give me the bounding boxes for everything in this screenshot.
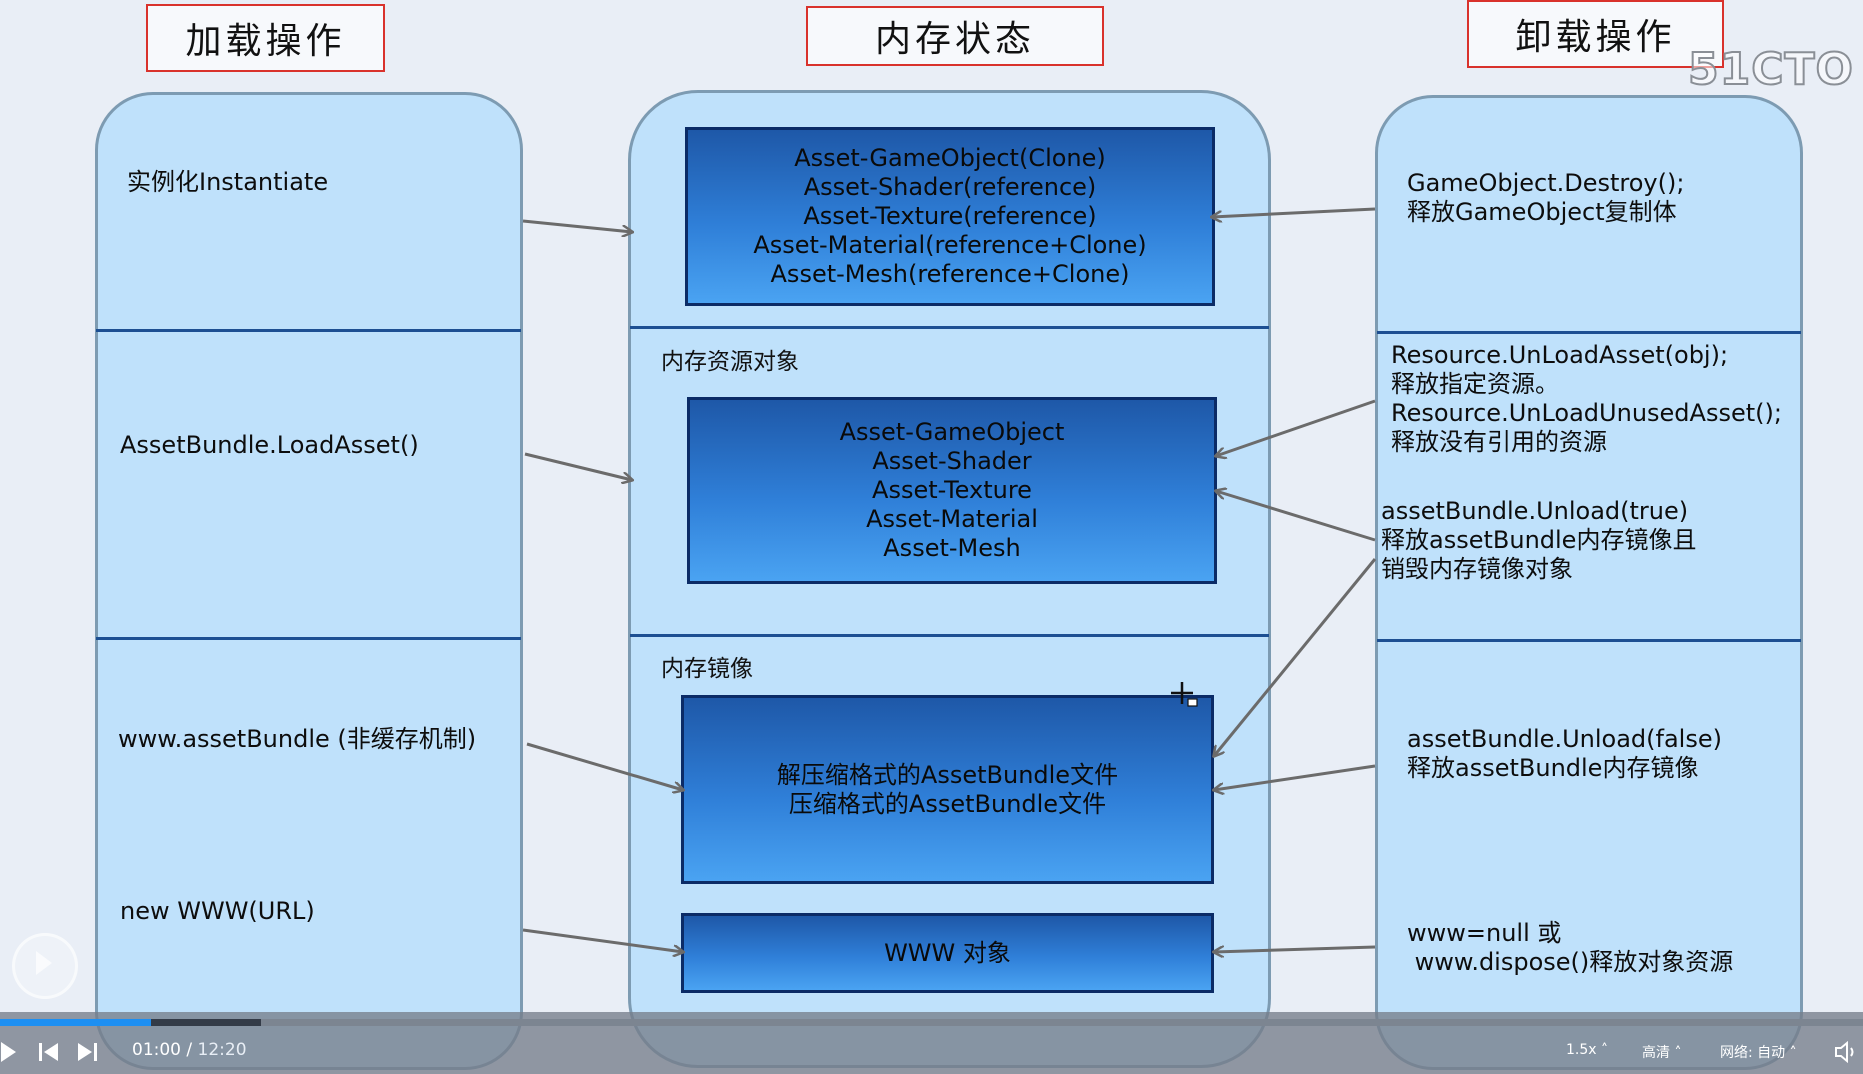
big-play-button[interactable]: [12, 933, 78, 999]
caret-up-icon: ˄: [1601, 1042, 1609, 1058]
unload-column: [1375, 95, 1803, 1070]
network-selector[interactable]: 网络: 自动 ˄: [1720, 1042, 1797, 1062]
load-www-assetbundle: www.assetBundle (非缓存机制): [118, 725, 477, 753]
total-time: 12:20: [197, 1040, 247, 1060]
asset-line-3: Asset-Texture: [872, 476, 1032, 504]
mirror-box: 解压缩格式的AssetBundle文件 压缩格式的AssetBundle文件: [681, 695, 1214, 884]
progress-track[interactable]: [0, 1019, 1863, 1026]
arrow-new-www: [522, 928, 683, 952]
clone-asset-box: Asset-GameObject(Clone) Asset-Shader(ref…: [685, 127, 1215, 306]
load-column: [95, 92, 523, 1070]
next-button[interactable]: [76, 1041, 98, 1063]
unload-divider-2: [1377, 639, 1801, 642]
mouse-cursor-icon: [1171, 682, 1198, 707]
mirror-line-1: 解压缩格式的AssetBundle文件: [776, 760, 1119, 789]
speed-selector[interactable]: 1.5x ˄: [1566, 1042, 1608, 1058]
load-divider-1: [96, 329, 521, 332]
arrow-www-null: [1214, 945, 1376, 952]
volume-icon[interactable]: [1834, 1041, 1860, 1063]
play-button[interactable]: [0, 1040, 20, 1064]
asset-line-1: Asset-GameObject: [839, 418, 1065, 446]
quality-selector[interactable]: 高清 ˄: [1642, 1042, 1681, 1062]
clone-line-3: Asset-Texture(reference): [803, 202, 1097, 230]
unload-unloadasset: Resource.UnLoadAsset(obj); 释放指定资源。 Resou…: [1391, 341, 1782, 456]
arrow-destroy: [1212, 207, 1376, 217]
load-new-www: new WWW(URL): [120, 897, 315, 925]
asset-line-2: Asset-Shader: [872, 447, 1032, 475]
caret-up-icon: ˄: [1674, 1045, 1682, 1061]
load-instantiate: 实例化Instantiate: [127, 168, 329, 196]
unload-bundle-true: assetBundle.Unload(true) 释放assetBundle内存…: [1381, 497, 1697, 583]
memory-divider-2: [630, 634, 1269, 637]
time-display: 01:00 / 12:20: [132, 1040, 247, 1060]
caret-up-icon: ˄: [1789, 1045, 1797, 1061]
arrow-unloadasset: [1216, 399, 1376, 456]
unload-www-null: www=null 或 www.dispose()释放对象资源: [1407, 919, 1734, 976]
unload-destroy: GameObject.Destroy(); 释放GameObject复制体: [1407, 169, 1685, 226]
arrow-unload-true-mirror: [1214, 558, 1377, 756]
progress-fill: [0, 1019, 151, 1026]
network-value: 网络: 自动: [1720, 1045, 1786, 1061]
clone-line-1: Asset-GameObject(Clone): [794, 144, 1106, 172]
current-time: 01:00: [132, 1040, 181, 1060]
header-load: 加载操作: [146, 4, 385, 72]
previous-button[interactable]: [38, 1041, 60, 1063]
play-icon: [36, 951, 52, 975]
memory-divider-1: [630, 326, 1269, 329]
header-memory: 内存状态: [806, 6, 1104, 66]
speed-value: 1.5x: [1566, 1042, 1597, 1058]
arrow-unload-true-assets: [1216, 491, 1376, 542]
unload-bundle-false: assetBundle.Unload(false) 释放assetBundle内…: [1407, 725, 1722, 782]
quality-value: 高清: [1642, 1045, 1670, 1061]
asset-line-4: Asset-Material: [866, 505, 1038, 533]
clone-line-5: Asset-Mesh(reference+Clone): [770, 260, 1130, 288]
load-loadasset: AssetBundle.LoadAsset(): [120, 431, 419, 459]
resource-section-label: 内存资源对象: [661, 349, 799, 375]
unload-divider-1: [1377, 331, 1801, 334]
www-object-box: WWW 对象: [681, 913, 1214, 993]
arrow-www-assetbundle: [526, 742, 683, 790]
clone-line-4: Asset-Material(reference+Clone): [753, 231, 1147, 259]
www-object-label: WWW 对象: [884, 938, 1011, 967]
asset-object-box: Asset-GameObject Asset-Shader Asset-Text…: [687, 397, 1217, 584]
asset-line-5: Asset-Mesh: [883, 534, 1021, 562]
load-divider-2: [96, 637, 521, 640]
mirror-section-label: 内存镜像: [661, 656, 753, 682]
clone-line-2: Asset-Shader(reference): [803, 173, 1097, 201]
arrow-instantiate: [522, 219, 632, 232]
header-unload: 卸载操作: [1467, 0, 1724, 68]
mirror-line-2: 压缩格式的AssetBundle文件: [788, 789, 1107, 818]
arrow-unload-false: [1214, 764, 1376, 790]
arrow-loadasset: [524, 452, 632, 480]
